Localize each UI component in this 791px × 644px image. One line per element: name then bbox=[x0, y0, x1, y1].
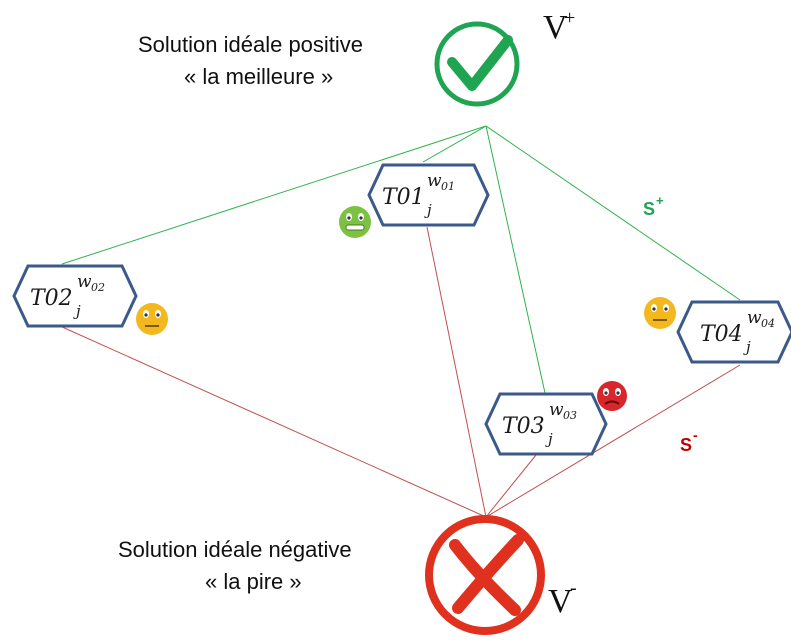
sad-face-icon bbox=[597, 381, 627, 411]
s-minus-label: S bbox=[680, 435, 692, 455]
neutral-face-icon bbox=[644, 297, 676, 329]
t02-sup-w: w bbox=[77, 272, 92, 292]
neutral-face-icon bbox=[136, 303, 168, 335]
alternative-node-t03: T03 j w 03 bbox=[484, 392, 608, 456]
v-plus-sup: + bbox=[564, 7, 575, 29]
t01-sub: j bbox=[424, 201, 432, 219]
negative-solution-subtitle: « la pire » bbox=[205, 569, 302, 594]
t02-base: T02 bbox=[30, 286, 73, 311]
negative-distance-lines bbox=[59, 226, 741, 518]
t03-sub: j bbox=[545, 430, 553, 448]
check-circle-icon bbox=[434, 21, 520, 107]
t03-base: T03 bbox=[502, 414, 545, 439]
t04-base: T04 bbox=[700, 322, 743, 347]
v-minus-symbol: V bbox=[548, 583, 573, 620]
positive-solution-title: Solution idéale positive bbox=[138, 32, 363, 57]
positive-distance-lines bbox=[61, 125, 741, 394]
negative-solution-title: Solution idéale négative bbox=[118, 537, 352, 562]
alternative-node-t01: T01 j w 01 bbox=[367, 163, 490, 227]
t02-sup-idx: 02 bbox=[91, 281, 105, 294]
s-plus-label: S bbox=[643, 199, 655, 219]
v-plus-symbol: V bbox=[543, 9, 568, 46]
t04-sub: j bbox=[743, 338, 751, 356]
line-t03-vminus bbox=[485, 454, 537, 518]
positive-solution-subtitle: « la meilleure » bbox=[184, 64, 333, 89]
t03-sup-idx: 03 bbox=[563, 409, 577, 422]
line-t01-vminus bbox=[426, 226, 487, 518]
v-minus-sup: - bbox=[570, 577, 577, 599]
t02-sub: j bbox=[73, 302, 81, 320]
line-vplus-t03 bbox=[485, 125, 546, 394]
happy-face-icon bbox=[339, 206, 371, 238]
line-vplus-t01 bbox=[422, 125, 487, 163]
line-t02-vminus bbox=[59, 325, 487, 518]
line-vplus-t04 bbox=[485, 125, 741, 301]
cross-circle-icon bbox=[425, 515, 545, 635]
line-vplus-t02 bbox=[61, 125, 487, 265]
t01-sup-w: w bbox=[427, 171, 442, 191]
s-minus-sup: - bbox=[693, 427, 698, 443]
alternative-node-t02: T02 j w 02 bbox=[12, 264, 138, 328]
s-plus-sup: + bbox=[656, 193, 664, 208]
t01-base: T01 bbox=[382, 185, 425, 210]
t01-sup-idx: 01 bbox=[441, 180, 455, 193]
alternative-node-t04: T04 j w 04 bbox=[676, 300, 791, 364]
t04-sup-idx: 04 bbox=[761, 317, 775, 330]
t03-sup-w: w bbox=[549, 400, 564, 420]
t04-sup-w: w bbox=[747, 308, 762, 328]
line-t04-vminus bbox=[485, 364, 741, 518]
